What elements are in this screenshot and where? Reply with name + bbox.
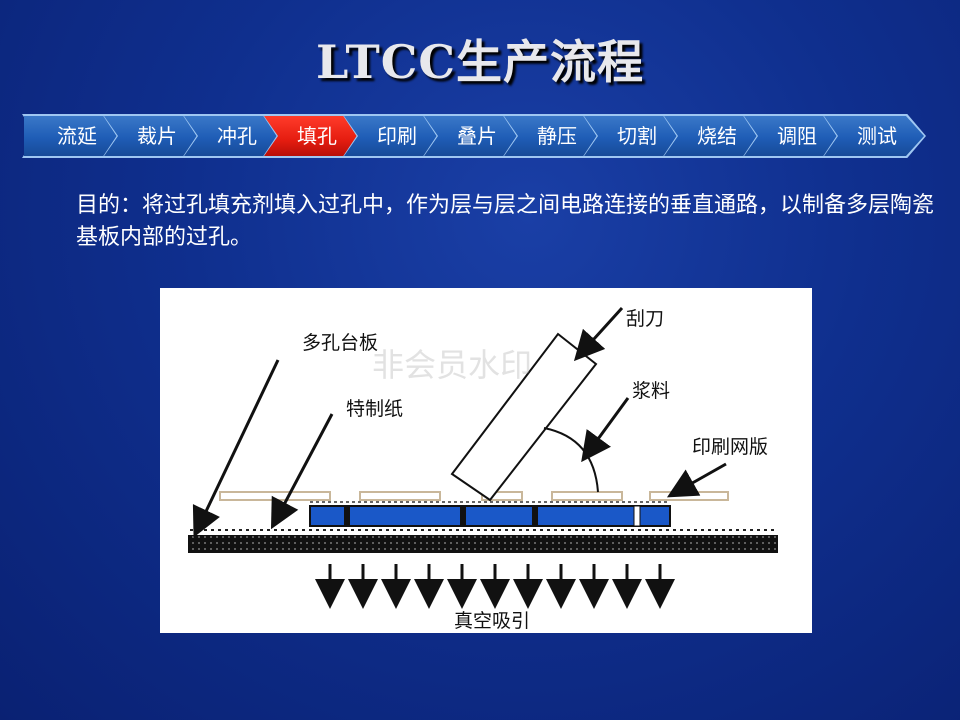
via bbox=[532, 506, 538, 526]
screen-segment bbox=[649, 491, 729, 501]
screen-segment bbox=[359, 491, 441, 501]
arrow-squeegee bbox=[573, 306, 624, 362]
label-paste: 浆料 bbox=[632, 380, 671, 402]
via bbox=[460, 506, 466, 526]
step-5: 印刷 bbox=[344, 116, 444, 156]
label-multi-hole-plate: 多孔台板 bbox=[302, 332, 379, 354]
slide-title: LTCC生产流程 bbox=[315, 35, 645, 89]
via-filling-diagram: 非会员水印 多孔台板 特制纸 刮刀 浆料 印刷网版 真空吸引 bbox=[160, 288, 812, 633]
multi-hole-plate bbox=[188, 535, 778, 553]
step-9: 烧结 bbox=[664, 116, 764, 156]
arrow-plate bbox=[192, 359, 280, 538]
via-open bbox=[633, 505, 641, 527]
step-4-active: 填孔 bbox=[264, 116, 364, 156]
process-flow-bar: 流延 裁片 冲孔 填孔 印刷 叠片 静压 切割 烧结 调阻 测试 bbox=[22, 114, 938, 158]
diagram-drawing bbox=[188, 306, 778, 609]
screen-segment bbox=[551, 491, 623, 501]
paste-arc bbox=[543, 427, 599, 493]
screen-segment bbox=[481, 491, 523, 501]
step-8: 切割 bbox=[584, 116, 684, 156]
step-2: 裁片 bbox=[104, 116, 204, 156]
step-1: 流延 bbox=[24, 116, 124, 156]
step-3: 冲孔 bbox=[184, 116, 284, 156]
screen-segment bbox=[219, 491, 331, 501]
arrow-paper bbox=[270, 413, 334, 530]
green-sheet bbox=[309, 505, 671, 527]
label-vacuum: 真空吸引 bbox=[454, 610, 531, 632]
watermark: 非会员水印 bbox=[372, 346, 533, 384]
step-6: 叠片 bbox=[424, 116, 524, 156]
squeegee bbox=[450, 332, 598, 502]
step-11: 测试 bbox=[824, 116, 924, 156]
label-squeegee: 刮刀 bbox=[626, 308, 665, 330]
purpose-text: 目的：将过孔填充剂填入过孔中，作为层与层之间电路连接的垂直通路，以制备多层陶瓷基… bbox=[76, 193, 935, 250]
step-7: 静压 bbox=[504, 116, 604, 156]
arrow-paste bbox=[581, 397, 630, 463]
vacuum-arrows bbox=[315, 564, 675, 609]
label-special-paper: 特制纸 bbox=[346, 398, 404, 420]
arrow-screen bbox=[666, 462, 727, 498]
step-10: 调阻 bbox=[744, 116, 844, 156]
via bbox=[344, 506, 350, 526]
label-printing-screen: 印刷网版 bbox=[692, 436, 769, 458]
